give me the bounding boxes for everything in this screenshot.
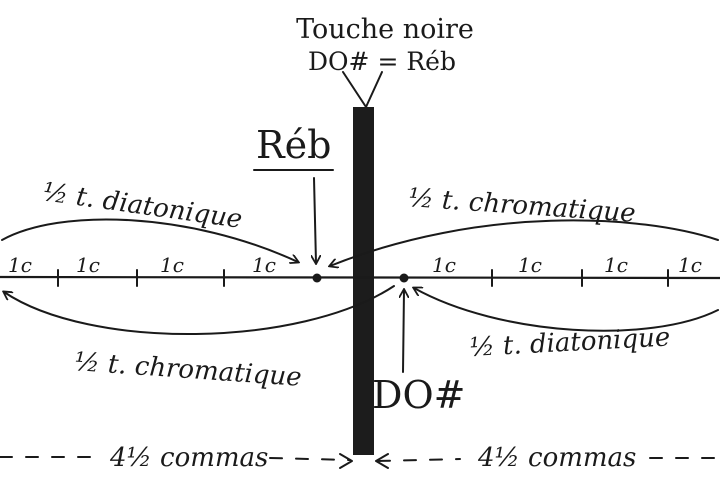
axis-line: [0, 275, 720, 280]
comma-label: 1c: [678, 253, 702, 277]
comma-label: 1c: [160, 253, 184, 277]
comma-label: 1c: [8, 253, 32, 277]
comma-label: 1c: [432, 253, 456, 277]
axis-ticks: [57, 269, 669, 287]
comma-label: 1c: [252, 253, 276, 277]
re-flat-point: [312, 273, 322, 283]
arc-lower-right: [414, 288, 719, 332]
do-sharp-label: DO#: [372, 373, 465, 417]
arc-lower-left: [4, 285, 395, 336]
comma-label: 1c: [518, 253, 542, 277]
bottom-measure: [0, 453, 720, 469]
arc-label-upper-left: ½ t. diatonique: [41, 177, 244, 235]
title: Touche noire: [296, 14, 474, 45]
commas-left-label: 4½ commas: [109, 443, 268, 473]
comma-label: 1c: [76, 253, 100, 277]
comma-label: 1c: [604, 253, 628, 277]
arc-upper-left: [1, 218, 298, 262]
arc-label-lower-left: ½ t. chromatique: [74, 347, 303, 393]
commas-right-label: 4½ commas: [477, 443, 636, 473]
key-pointer: [342, 71, 383, 108]
arc-upper-right: [330, 219, 719, 266]
arc-label-lower-right: ½ t. diatonique: [469, 323, 671, 363]
re-flat-label: Réb: [256, 123, 331, 167]
do-sharp-point: [399, 273, 409, 283]
re-flat-arrow: [314, 177, 316, 263]
black-key: [353, 107, 374, 455]
do-sharp-arrow: [403, 290, 404, 373]
